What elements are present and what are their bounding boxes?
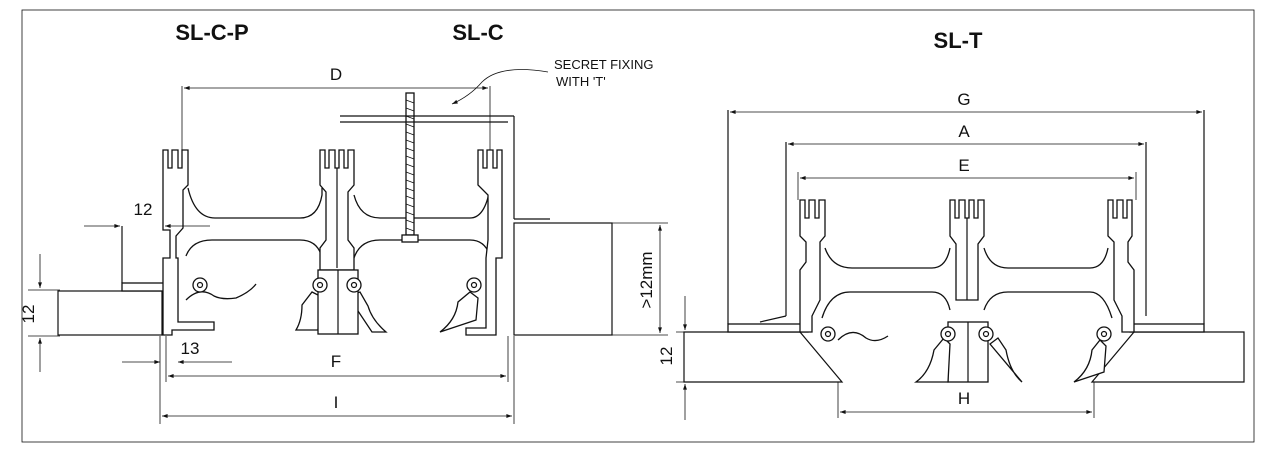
- right-profile: [465, 149, 503, 336]
- right-floor-right: [1090, 331, 1245, 383]
- dim-label-f: F: [331, 352, 341, 371]
- dim-label-12-left: 12: [19, 305, 38, 324]
- dim-label-d: D: [330, 65, 342, 84]
- dim-label-12-top: 12: [134, 200, 153, 219]
- left-floor-slab: [57, 290, 163, 336]
- title-sl-c-p: SL-C-P: [175, 20, 248, 45]
- drawing-border: [21, 9, 1255, 443]
- dim-label-12-right: 12: [657, 347, 676, 366]
- dim-label-13: 13: [181, 339, 200, 358]
- left-dimensions: [28, 86, 668, 424]
- right-dimensions: [676, 110, 1202, 420]
- dim-label-e: E: [958, 156, 969, 175]
- dim-label-gt12mm: >12mm: [637, 251, 656, 308]
- sl-t-right-profile: [1107, 199, 1135, 333]
- dim-label-i: I: [334, 393, 339, 412]
- right-assembly: [683, 110, 1245, 383]
- dim-label-g: G: [957, 90, 970, 109]
- dim-label-h: H: [958, 389, 970, 408]
- left-assembly: [57, 69, 613, 336]
- note-line-1: SECRET FIXING: [554, 57, 653, 72]
- dim-label-a: A: [958, 122, 970, 141]
- note-line-2: WITH 'T': [556, 74, 606, 89]
- secret-fixing-bolt: [401, 92, 419, 243]
- title-sl-c: SL-C: [452, 20, 503, 45]
- right-floor-left: [683, 331, 844, 383]
- right-wall-block: [513, 222, 613, 336]
- title-sl-t: SL-T: [934, 28, 983, 53]
- sl-t-left-profile: [799, 199, 826, 333]
